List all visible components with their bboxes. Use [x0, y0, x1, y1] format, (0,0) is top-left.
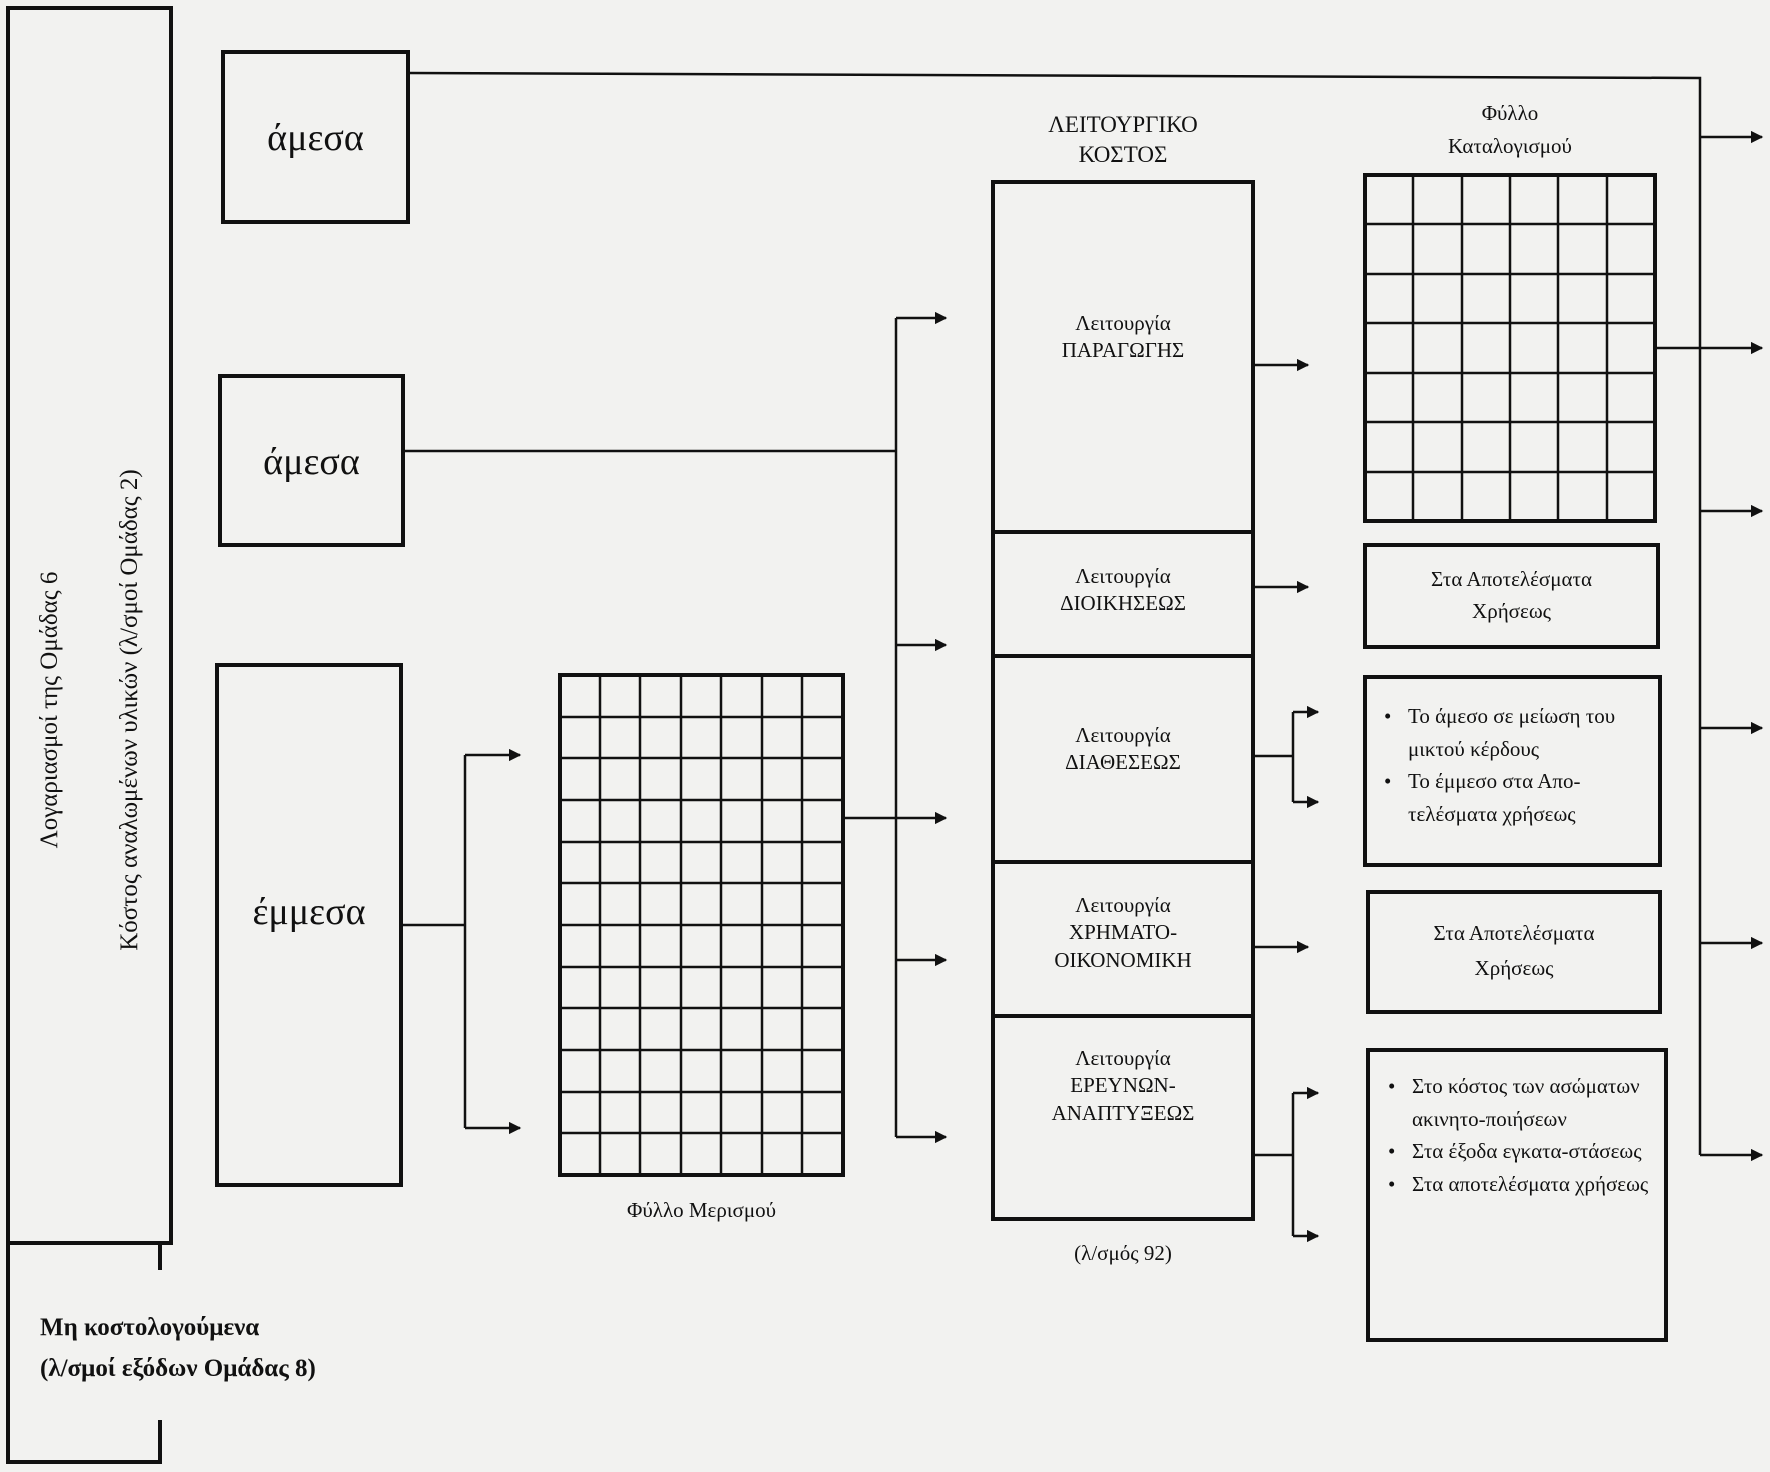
financial-outcome-line2: Χρήσεως: [1474, 956, 1554, 980]
connectors: [401, 71, 1764, 1243]
function-administration-line2: ΔΙΟΙΚΗΣΕΩΣ: [1060, 591, 1186, 616]
function-production-line2: ΠΑΡΑΓΩΓΗΣ: [1061, 338, 1185, 363]
function-financial-line3: ΟΙΚΟΝΟΜΙΚΗ: [1054, 947, 1192, 972]
function-research-line1: Λειτουργία: [1075, 1046, 1171, 1070]
research-outcome-item: Στα αποτελέσματα χρήσεως: [1382, 1168, 1652, 1201]
function-production: Λειτουργία ΠΑΡΑΓΩΓΗΣ: [993, 310, 1253, 365]
function-financial-line1: Λειτουργία: [1075, 893, 1171, 917]
non-costed-subtitle: (λ/σμοί εξόδων Ομάδας 8): [40, 1355, 316, 1382]
function-research: Λειτουργία ΕΡΕΥΝΩΝ- ΑΝΑΠΤΥΞΕΩΣ: [993, 1045, 1253, 1127]
financial-outcome-line1: Στα Αποτελέσματα: [1433, 921, 1595, 945]
group6-accounts-box: [6, 6, 173, 1245]
distribution-outcome-box: [1363, 675, 1662, 867]
function-distribution: Λειτουργία ΔΙΑΘΕΣΕΩΣ: [993, 722, 1253, 777]
direct-cost-box-top: [221, 50, 410, 224]
distribution-outcome-item: Το έμμεσο στα Απο-τελέσματα χρήσεως: [1378, 765, 1653, 830]
distribution-outcome-item: Το άμεσο σε μείωση του μικτού κέρδους: [1378, 700, 1653, 765]
research-outcome-list: Στο κόστος των ασώματων ακινητο-ποιήσεων…: [1382, 1070, 1652, 1200]
indirect-cost-label: έμμεσα: [252, 891, 366, 933]
costing-sheet-heading-1: Φύλλο: [1481, 101, 1539, 125]
materials-cost-label: Κόστος αναλωμένων υλικών (λ/σμοί Ομάδας …: [116, 469, 143, 951]
research-outcome-item: Στα έξοδα εγκατα-στάσεως: [1382, 1135, 1652, 1168]
functional-cost-heading-2: ΚΟΣΤΟΣ: [1078, 142, 1168, 167]
admin-outcome-box: [1363, 543, 1660, 649]
functional-cost-column: [991, 180, 1255, 1221]
function-administration: Λειτουργία ΔΙΟΙΚΗΣΕΩΣ: [993, 563, 1253, 618]
direct-cost-box-mid: [218, 374, 405, 547]
research-outcome-item: Στο κόστος των ασώματων ακινητο-ποιήσεων: [1382, 1070, 1652, 1135]
direct-cost-label-mid: άμεσα: [263, 441, 360, 483]
allocation-sheet-grid: [558, 673, 845, 1177]
function-financial: Λειτουργία ΧΡΗΜΑΤΟ- ΟΙΚΟΝΟΜΙΚΗ: [993, 892, 1253, 974]
function-administration-line1: Λειτουργία: [1075, 564, 1171, 588]
function-production-line1: Λειτουργία: [1075, 311, 1171, 335]
non-costed-title: Μη κοστολογούμενα: [40, 1314, 260, 1341]
group6-accounts-label: Λογαριασμοί της Ομάδας 6: [36, 571, 63, 849]
function-research-line2: ΕΡΕΥΝΩΝ-: [1070, 1073, 1176, 1098]
costing-sheet-heading-2: Καταλογισμού: [1448, 134, 1572, 158]
financial-outcome-box: [1366, 890, 1662, 1014]
direct-cost-label-top: άμεσα: [267, 117, 364, 159]
function-financial-line2: ΧΡΗΜΑΤΟ-: [1068, 920, 1178, 945]
function-research-line3: ΑΝΑΠΤΥΞΕΩΣ: [1051, 1100, 1195, 1125]
functional-cost-footnote: (λ/σμός 92): [1074, 1241, 1172, 1265]
admin-outcome-line2: Χρήσεως: [1472, 599, 1551, 623]
allocation-sheet-caption: Φύλλο Μερισμού: [627, 1198, 776, 1222]
research-outcome-box: [1366, 1048, 1668, 1342]
function-distribution-line2: ΔΙΑΘΕΣΕΩΣ: [1065, 750, 1181, 775]
function-distribution-line1: Λειτουργία: [1075, 723, 1171, 747]
functional-cost-heading-1: ΛΕΙΤΟΥΡΓΙΚΟ: [1048, 112, 1198, 137]
distribution-outcome-list: Το άμεσο σε μείωση του μικτού κέρδους Το…: [1378, 700, 1653, 830]
costing-sheet-grid: [1363, 173, 1657, 523]
admin-outcome-line1: Στα Αποτελέσματα: [1431, 567, 1592, 591]
non-costed-bracket: [6, 1243, 162, 1464]
